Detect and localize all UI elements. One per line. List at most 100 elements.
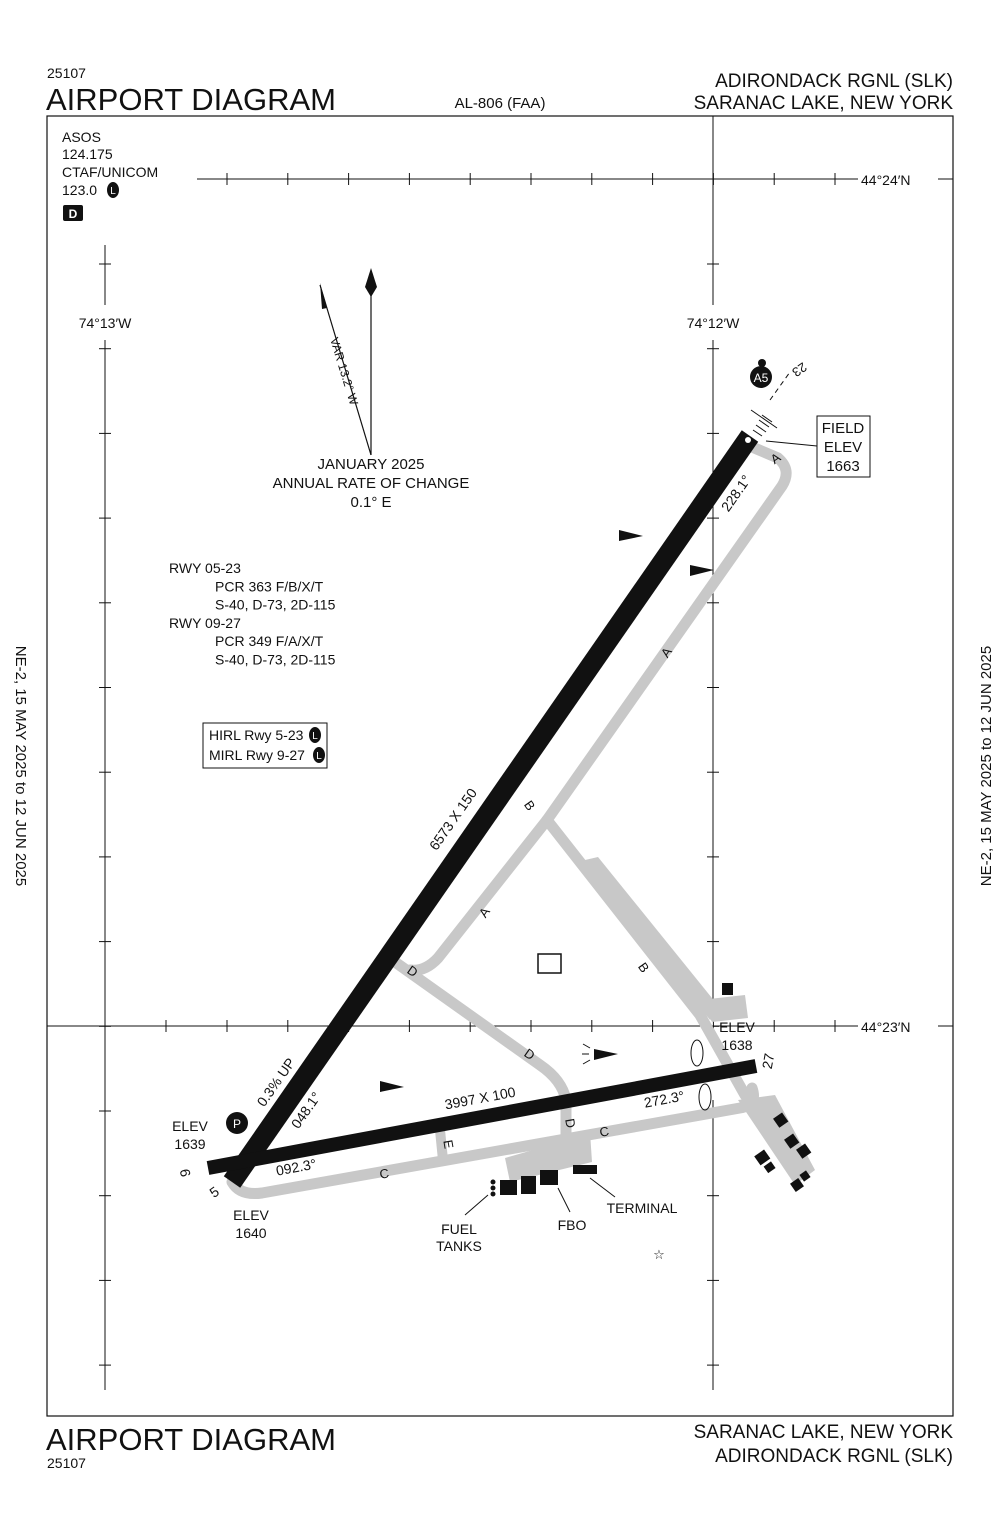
taxiway-a <box>404 441 792 976</box>
hangar-icon <box>799 1170 811 1182</box>
chart-number: 25107 <box>47 65 86 81</box>
windcone-icon <box>619 530 643 541</box>
asos-frequency: 124.175 <box>62 146 113 162</box>
runway-27-heading: 272.3° <box>643 1088 686 1111</box>
taxiway-label: E <box>440 1139 456 1150</box>
magnetic-variation: VAR 13.2° W <box>327 336 361 408</box>
lon-label-east: 74°12′W <box>687 315 740 331</box>
hangar-icon <box>722 983 733 995</box>
elev-09-label: ELEV <box>172 1118 208 1134</box>
main-apron <box>505 1132 592 1182</box>
building-icon <box>521 1176 536 1194</box>
airport-location: SARANAC LAKE, NEW YORK <box>694 93 954 114</box>
elev-09-value: 1639 <box>174 1136 205 1152</box>
runway-end-9: 9 <box>176 1167 193 1178</box>
building-icon <box>500 1180 517 1195</box>
elev-27-label: ELEV <box>719 1019 755 1035</box>
footer-airport-name: ADIRONDACK RGNL (SLK) <box>715 1446 953 1467</box>
lat-label-south: 44°23′N <box>861 1019 910 1035</box>
windcone-icons <box>380 530 714 1092</box>
taxiway-e <box>435 1125 448 1165</box>
south-hangar-apron <box>738 1095 815 1185</box>
windcone-icon <box>380 1081 404 1092</box>
hangar-apron-north <box>700 995 748 1022</box>
buildings <box>490 983 812 1197</box>
ctaf-frequency: 123.0 <box>62 182 97 198</box>
magnetic-north-arrow-icon <box>319 283 372 456</box>
runway-data-line: RWY 09-27 <box>169 615 241 631</box>
building-leaders <box>464 1177 616 1216</box>
a5-label: A5 <box>754 371 769 385</box>
asos-label: ASOS <box>62 129 101 145</box>
airport-name: ADIRONDACK RGNL (SLK) <box>715 71 953 92</box>
d-badge-text: D <box>69 207 78 221</box>
runway-09-heading: 092.3° <box>275 1156 318 1179</box>
taxiways <box>226 441 815 1199</box>
mirl-badge-text: L <box>316 751 322 762</box>
parking-hotspot-icon <box>226 1112 248 1134</box>
grid-ticks <box>99 173 836 1366</box>
fuel-tanks-label: FUEL <box>441 1221 477 1237</box>
field-elev-leader <box>765 440 818 447</box>
windcone-icon <box>690 565 714 576</box>
magnetic-rate-value: 0.1° E <box>350 494 391 511</box>
terminal-label: TERMINAL <box>607 1200 678 1216</box>
parking-label: P <box>233 1117 241 1131</box>
lighting-badge-text: L <box>110 186 116 197</box>
hirl-label: HIRL Rwy 5-23 <box>209 727 304 743</box>
runway-end-27: 27 <box>759 1052 777 1070</box>
center-id: AL-806 (FAA) <box>455 95 546 112</box>
field-elevation-point-icon <box>745 437 751 443</box>
footer-location: SARANAC LAKE, NEW YORK <box>694 1422 954 1443</box>
taxiway-b-wide <box>585 857 720 1020</box>
lat-label-north: 44°24′N <box>861 172 910 188</box>
hangar-icon <box>790 1178 804 1192</box>
runway-05-23 <box>223 430 759 1188</box>
fuel-tanks-label-2: TANKS <box>436 1238 482 1254</box>
hirl-badge-text: L <box>312 731 318 742</box>
magnetic-rate-label: ANNUAL RATE OF CHANGE <box>273 475 470 492</box>
taxiway-label: C <box>598 1123 610 1139</box>
a5-hotspot-pin-icon <box>758 359 766 367</box>
runway-data-line: S-40, D-73, 2D-115 <box>215 597 336 613</box>
runway-end-5: 5 <box>206 1183 222 1201</box>
mirl-label: MIRL Rwy 9-27 <box>209 747 305 763</box>
runway-27-lights-icon <box>690 1039 712 1111</box>
footer-title: AIRPORT DIAGRAM <box>46 1422 336 1457</box>
true-north-arrow-icon <box>365 268 377 455</box>
runway-09-27 <box>206 1059 758 1175</box>
page-title: AIRPORT DIAGRAM <box>46 82 336 117</box>
segmented-circle-icon <box>537 953 562 974</box>
hangar-icon <box>784 1133 800 1149</box>
hangar-icon <box>763 1161 776 1174</box>
terminal-building-icon <box>573 1165 597 1174</box>
hirl-badge-icon <box>309 727 321 743</box>
taxiway-label: B <box>635 960 652 976</box>
effective-dates-left: NE-2, 15 MAY 2025 to 12 JUN 2025 <box>12 646 29 886</box>
taxiway-c <box>226 1082 759 1199</box>
d-badge-icon <box>63 205 83 221</box>
runway-data-line: PCR 363 F/B/X/T <box>215 578 324 594</box>
lon-label-west: 74°13′W <box>79 315 132 331</box>
lighted-windcone-icon <box>594 1049 618 1060</box>
approach-lights-icon <box>750 371 791 437</box>
field-elev-label-2: ELEV <box>824 439 862 456</box>
fuel-tank-icon <box>490 1179 496 1185</box>
effective-dates-right: NE-2, 15 MAY 2025 to 12 JUN 2025 <box>978 646 995 886</box>
runway-data-line: PCR 349 F/A/X/T <box>215 633 324 649</box>
taxiway-label: C <box>378 1165 390 1181</box>
hangar-icon <box>773 1112 789 1128</box>
field-elev-value: 1663 <box>826 458 859 475</box>
hangar-icon <box>754 1149 771 1166</box>
windcone-light-rays-icon <box>582 1043 591 1065</box>
taxiway-label: B <box>521 798 538 814</box>
runway-data-line: S-40, D-73, 2D-115 <box>215 652 336 668</box>
elev-05-label: ELEV <box>233 1207 269 1223</box>
elev-05-value: 1640 <box>235 1225 266 1241</box>
lighting-badge-icon <box>107 182 119 198</box>
taxiway-label: D <box>562 1117 578 1129</box>
runway-data-line: RWY 05-23 <box>169 560 241 576</box>
footer-chart-number: 25107 <box>47 1455 86 1471</box>
